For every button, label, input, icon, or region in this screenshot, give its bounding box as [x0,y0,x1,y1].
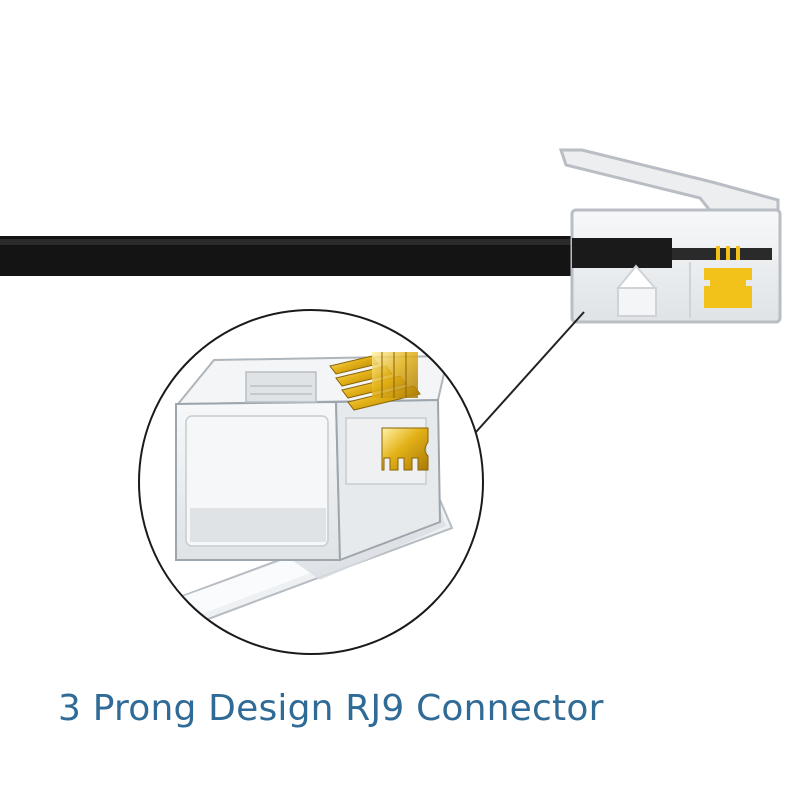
callout-line [475,311,585,433]
gold-contacts [329,352,421,411]
caption-text: 3 Prong Design RJ9 Connector [58,688,604,729]
side-view-plug [558,148,782,324]
telephone-cable [0,236,580,276]
three-prong-contact [381,427,429,471]
gold-contact-side [704,246,752,308]
magnified-view [138,309,484,655]
